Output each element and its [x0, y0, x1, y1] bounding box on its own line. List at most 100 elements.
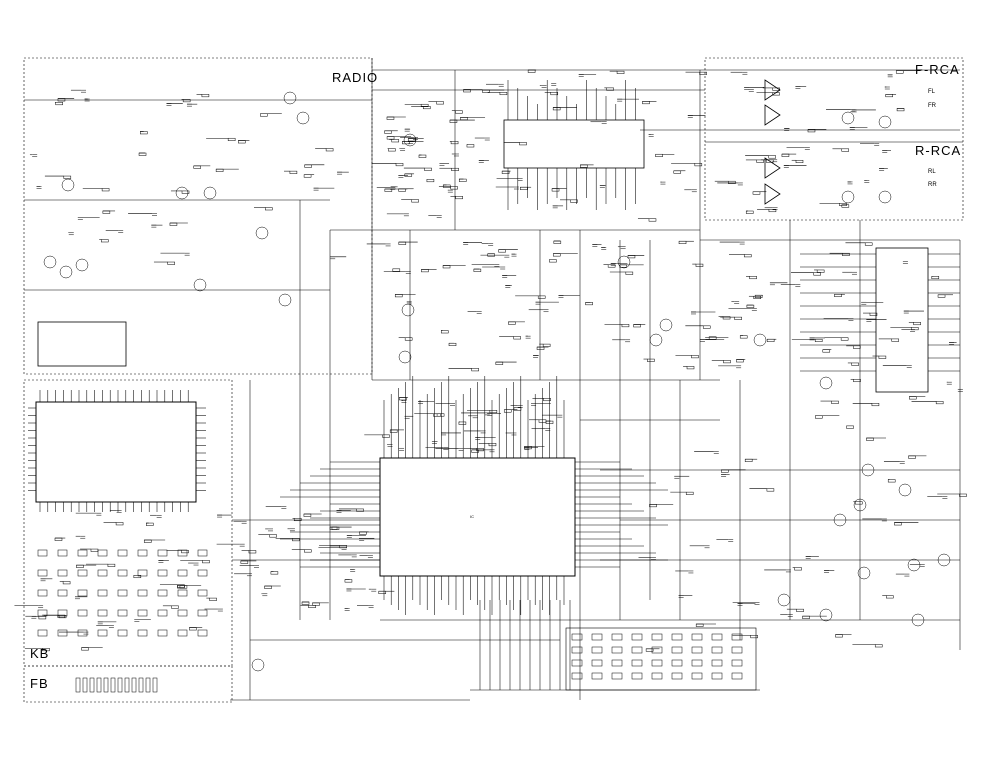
- keypad-switch: [591, 659, 603, 667]
- resistor: [834, 294, 842, 298]
- resistor: [189, 627, 197, 631]
- keypad-switch: [651, 633, 663, 641]
- resistor: [436, 101, 444, 105]
- keypad-switch: [611, 659, 623, 667]
- keypad-button: [97, 629, 108, 637]
- keypad-button: [57, 569, 68, 577]
- resistor: [513, 336, 521, 340]
- transistor-symbol: [61, 178, 75, 192]
- keypad-button: [137, 629, 148, 637]
- resistor: [62, 581, 71, 585]
- resistor: [304, 164, 312, 168]
- front-rca-section-border: [704, 57, 964, 143]
- resistor: [440, 330, 449, 334]
- resistor: [140, 131, 148, 135]
- rear-rca-opamps: [764, 157, 781, 205]
- transistor-symbol: [853, 498, 867, 512]
- resistor: [58, 615, 67, 619]
- output-amplifier-ic: [875, 247, 929, 393]
- resistor: [781, 153, 790, 157]
- resistor: [765, 159, 774, 163]
- resistor: [913, 322, 921, 326]
- fb-connector-pin: [75, 677, 81, 693]
- resistor: [404, 173, 413, 177]
- resistor: [489, 410, 498, 414]
- transistor-symbol: [857, 566, 871, 580]
- resistor: [292, 538, 300, 542]
- resistor: [209, 597, 217, 601]
- kb-section-label: KB: [30, 646, 49, 661]
- keypad-switch: [711, 646, 723, 654]
- keypad-switch: [671, 672, 683, 680]
- resistor: [76, 564, 84, 568]
- transistor-symbol: [819, 608, 833, 622]
- resistor: [167, 261, 175, 265]
- resistor: [822, 349, 831, 353]
- transistor-symbol: [401, 303, 415, 317]
- keypad-switch: [651, 646, 663, 654]
- resistor: [81, 647, 89, 651]
- resistor: [520, 186, 528, 190]
- keypad-switch: [691, 633, 703, 641]
- resistor: [745, 210, 754, 214]
- resistor: [421, 269, 429, 273]
- front-rca-opamps: [764, 79, 781, 126]
- resistor: [398, 188, 406, 192]
- rear-rca-section-label: R-RCA: [915, 143, 961, 158]
- display-driver-chip: [35, 401, 197, 503]
- resistor: [503, 409, 512, 413]
- keypad-button: [57, 589, 68, 597]
- keypad-button: [157, 589, 168, 597]
- keypad-button: [117, 609, 128, 617]
- resistor: [448, 342, 457, 346]
- resistor: [794, 567, 802, 571]
- keypad-switch: [651, 659, 663, 667]
- resistor: [378, 590, 387, 594]
- keypad-button: [77, 629, 88, 637]
- keypad-button: [37, 629, 48, 637]
- resistor: [90, 548, 99, 552]
- resistor: [749, 276, 757, 280]
- keypad-switch: [691, 646, 703, 654]
- resistor: [359, 531, 367, 535]
- resistor: [750, 635, 758, 639]
- keypad-switch: [691, 672, 703, 680]
- resistor: [869, 312, 878, 316]
- fb-connector-pin: [152, 677, 158, 693]
- resistor: [388, 148, 396, 152]
- keypad-switch: [611, 633, 623, 641]
- resistor: [831, 400, 839, 404]
- transistor-symbol: [833, 513, 847, 527]
- transistor-symbol: [398, 350, 412, 364]
- resistor: [616, 70, 625, 74]
- resistor: [752, 191, 761, 195]
- keypad-switch: [631, 646, 643, 654]
- resistor: [54, 537, 63, 541]
- resistor: [885, 94, 893, 98]
- resistor: [835, 634, 843, 638]
- resistor: [450, 186, 458, 190]
- wire-network: [14, 58, 961, 701]
- resistor: [694, 163, 703, 167]
- radio-section-border: [23, 57, 373, 375]
- resistor: [648, 218, 657, 222]
- resistor: [399, 397, 407, 401]
- keypad-button: [177, 629, 188, 637]
- resistor: [886, 595, 894, 599]
- front-rca-section-label: F-RCA: [915, 62, 960, 77]
- resistor: [768, 155, 777, 159]
- keypad-button: [37, 589, 48, 597]
- resistor: [293, 518, 302, 522]
- keypad-switch: [731, 646, 743, 654]
- resistor: [386, 136, 395, 140]
- keypad-switch: [611, 672, 623, 680]
- fb-connector-pin: [89, 677, 95, 693]
- resistor: [384, 188, 393, 192]
- resistor: [607, 264, 616, 268]
- resistor: [356, 508, 364, 512]
- resistor: [721, 469, 729, 473]
- resistor: [542, 343, 551, 347]
- resistor: [896, 108, 905, 112]
- resistor: [449, 119, 458, 123]
- resistor: [433, 413, 441, 417]
